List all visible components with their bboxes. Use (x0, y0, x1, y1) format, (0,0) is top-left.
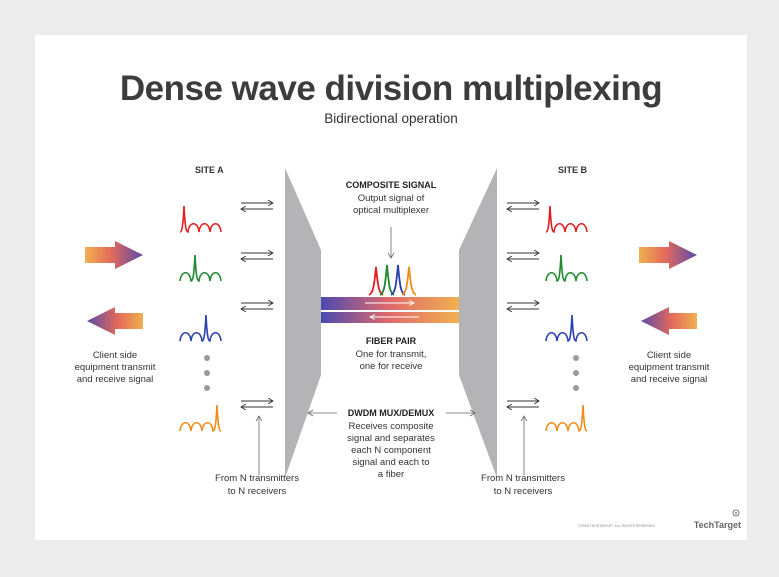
client-right-line-2: equipment transmit (629, 362, 710, 373)
arrow-pair (507, 203, 539, 209)
composite-signal-icon (368, 264, 417, 296)
arrow-pair (241, 203, 273, 209)
composite-line-2: optical multiplexer (353, 205, 429, 216)
fiber-heading: FIBER PAIR (366, 336, 417, 346)
mux-demux-right (459, 168, 497, 478)
orange-wavelength-icon (179, 404, 222, 432)
client-arrow-out-right (639, 241, 697, 269)
arrow-pair (507, 303, 539, 309)
diagram-card: Dense wave division multiplexing Bidirec… (35, 35, 747, 540)
dwdm-heading: DWDM MUX/DEMUX (348, 408, 435, 418)
site-a-arrow-pairs (241, 203, 273, 407)
site-a-label: SITE A (195, 165, 224, 175)
client-right-line-3: and receive signal (631, 374, 708, 385)
page-title: Dense wave division multiplexing (120, 69, 662, 108)
techtarget-logo-text: TechTarget (694, 520, 741, 530)
dwdm-line-2: signal and separates (347, 433, 435, 444)
client-arrow-in-right (641, 307, 697, 335)
green-wavelength-icon (179, 254, 222, 282)
composite-heading: COMPOSITE SIGNAL (346, 180, 437, 190)
client-arrow-in-left (85, 241, 143, 269)
arrow-pair (241, 401, 273, 407)
red-wavelength-icon (545, 205, 588, 233)
from-left-line-1: From N transmitters (215, 473, 299, 484)
ellipsis-dots-right (573, 355, 579, 391)
site-a-spectra (179, 205, 222, 432)
dwdm-diagram: Dense wave division multiplexing Bidirec… (75, 69, 741, 530)
composite-line-1: Output signal of (358, 193, 425, 204)
dwdm-line-5: a fiber (378, 469, 404, 480)
red-wavelength-icon (179, 205, 222, 233)
arrow-pair (507, 401, 539, 407)
client-left-line-2: equipment transmit (75, 362, 156, 373)
arrow-pair (241, 253, 273, 259)
site-b-arrow-pairs (507, 203, 539, 407)
arrow-pair (507, 253, 539, 259)
green-wavelength-icon (545, 254, 588, 282)
client-left-line-1: Client side (93, 350, 137, 361)
orange-wavelength-icon (545, 404, 588, 432)
client-left-line-3: and receive signal (77, 374, 154, 385)
from-right-line-1: From N transmitters (481, 473, 565, 484)
from-right-line-2: to N receivers (494, 486, 553, 497)
dwdm-line-4: signal and each to (352, 457, 429, 468)
site-b-spectra (545, 205, 588, 432)
fiber-line-2: one for receive (360, 361, 423, 372)
fiber-line-1: One for transmit, (356, 349, 427, 360)
site-b-label: SITE B (558, 165, 588, 175)
techtarget-logo: TechTarget (694, 509, 741, 530)
fiber-receive (321, 312, 459, 323)
page-subtitle: Bidirectional operation (324, 111, 458, 126)
from-left-line-2: to N receivers (228, 486, 287, 497)
client-arrow-out-left (87, 307, 143, 335)
ellipsis-dots-left (204, 355, 210, 391)
arrow-pair (241, 303, 273, 309)
dwdm-line-3: each N component (351, 445, 431, 456)
copyright-text: ©2018 TECHTARGET. ALL RIGHTS RESERVED (578, 524, 655, 528)
fiber-transmit (321, 297, 459, 310)
blue-wavelength-icon (179, 314, 222, 342)
dwdm-line-1: Receives composite (348, 421, 433, 432)
blue-wavelength-icon (545, 314, 588, 342)
mux-demux-left (285, 168, 321, 478)
client-right-line-1: Client side (647, 350, 691, 361)
